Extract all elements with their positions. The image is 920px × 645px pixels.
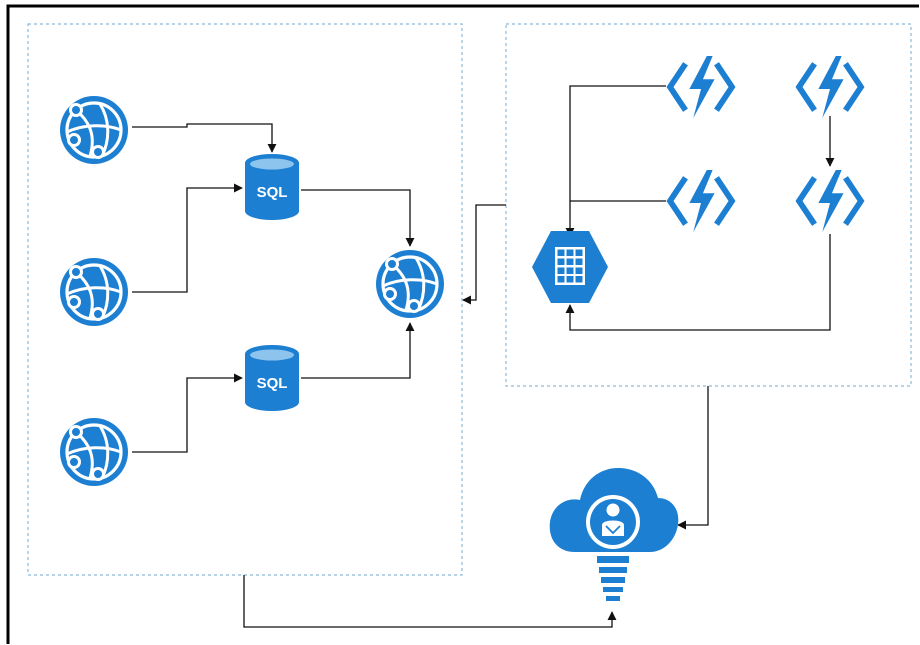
connector-webapp3-to-sql2	[132, 373, 243, 453]
web-app-icon	[58, 256, 130, 328]
connector-rightgroup-to-webapp4	[462, 204, 506, 305]
web-app-icon	[374, 248, 446, 320]
connector-sql2-to-webapp4	[301, 322, 415, 379]
cloud-lightbulb-user-icon	[549, 468, 679, 601]
web-app-icon	[58, 94, 130, 166]
sql-database-icon: SQL	[245, 345, 299, 411]
connector-sql1-to-webapp4	[301, 189, 415, 247]
connector-func1-to-table	[565, 85, 666, 237]
outer-frame	[6, 4, 919, 644]
sql-label: SQL	[257, 375, 288, 392]
connector-leftgroup-to-cloud	[243, 575, 617, 628]
connectors	[132, 85, 835, 628]
connector-webapp2-to-sql1	[132, 183, 243, 293]
function-icon	[799, 56, 861, 118]
storage-table-icon	[532, 231, 608, 303]
function-icon	[670, 56, 732, 118]
sql-database-icon: SQL	[245, 154, 299, 220]
web-app-icon	[58, 416, 130, 488]
connector-webapp1-to-sql1	[132, 123, 277, 153]
left-group-box	[27, 23, 463, 576]
sql-label: SQL	[257, 184, 288, 201]
function-icon	[670, 170, 732, 232]
function-icon	[799, 170, 861, 232]
connector-func4-to-table	[565, 234, 831, 331]
connector-rightgroup-to-cloud	[677, 386, 709, 530]
right-group-box	[505, 23, 912, 387]
